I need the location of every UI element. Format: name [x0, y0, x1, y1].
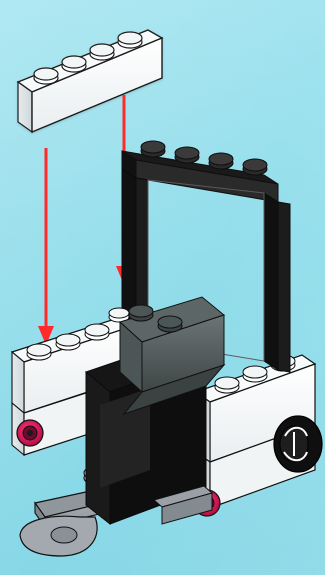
- wheel: [274, 416, 322, 472]
- pink-pin-left: [17, 420, 43, 446]
